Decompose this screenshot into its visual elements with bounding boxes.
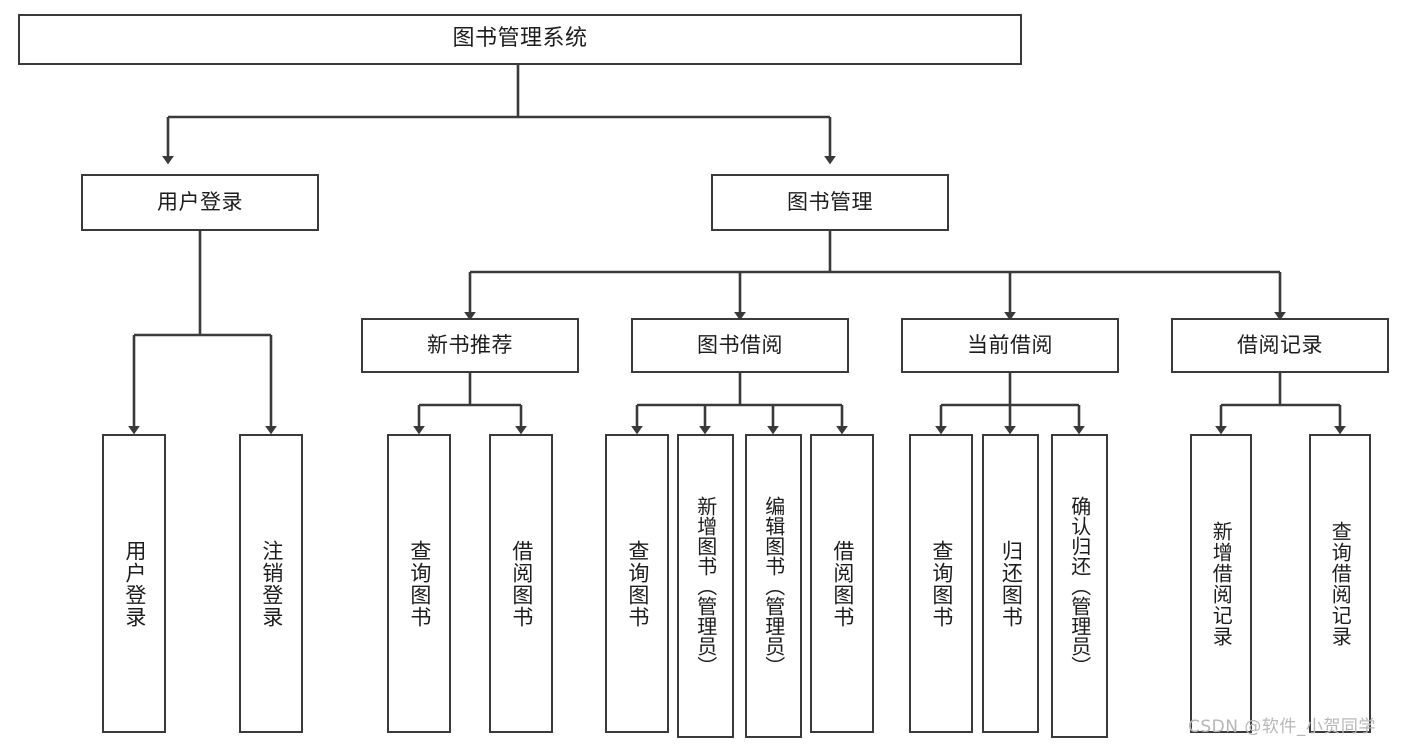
node-label: 新增借阅记录	[1209, 520, 1234, 647]
node-leaf-add-book-admin[interactable]: 新增图书（管理员）	[677, 434, 734, 738]
node-label: 查询图书	[407, 539, 432, 628]
node-label: 新增图书（管理员）	[693, 496, 718, 676]
node-label: 确认归还（管理员）	[1067, 496, 1092, 676]
node-leaf-borrow-book-borrow[interactable]: 借阅图书	[810, 434, 874, 733]
node-label: 图书借阅	[697, 332, 783, 357]
node-label: 借阅图书	[830, 539, 855, 628]
node-leaf-borrow-book-recommend[interactable]: 借阅图书	[489, 434, 553, 733]
node-label: 当前借阅	[967, 332, 1053, 357]
node-label: 查询借阅记录	[1328, 520, 1353, 647]
node-label: 查询图书	[625, 539, 650, 628]
node-leaf-return-book[interactable]: 归还图书	[982, 434, 1039, 733]
node-leaf-confirm-return-admin[interactable]: 确认归还（管理员）	[1051, 434, 1108, 738]
node-leaf-logout-login[interactable]: 注销登录	[239, 434, 303, 733]
node-new-book-recommend[interactable]: 新书推荐	[361, 318, 579, 373]
node-leaf-query-borrow-record[interactable]: 查询借阅记录	[1309, 434, 1371, 733]
node-label: 图书管理	[787, 189, 873, 214]
node-label: 用户登录	[122, 539, 147, 628]
node-root-book-management-system[interactable]: 图书管理系统	[18, 14, 1022, 65]
node-user-login[interactable]: 用户登录	[81, 174, 319, 231]
node-leaf-query-book-recommend[interactable]: 查询图书	[387, 434, 451, 733]
node-label: 注销登录	[259, 539, 284, 628]
node-label: 借阅记录	[1237, 332, 1323, 357]
node-label: 归还图书	[999, 539, 1024, 628]
node-leaf-user-login[interactable]: 用户登录	[102, 434, 166, 733]
node-leaf-query-book-borrow[interactable]: 查询图书	[605, 434, 669, 733]
node-label: 借阅图书	[509, 539, 534, 628]
node-current-borrow[interactable]: 当前借阅	[901, 318, 1119, 373]
node-label: 新书推荐	[427, 332, 513, 357]
node-label: 图书管理系统	[452, 26, 588, 52]
csdn-watermark: CSDN @软件_小贺同学	[1188, 717, 1376, 737]
node-label: 查询图书	[929, 539, 954, 628]
node-book-borrow[interactable]: 图书借阅	[631, 318, 849, 373]
node-leaf-edit-book-admin[interactable]: 编辑图书（管理员）	[745, 434, 802, 738]
node-leaf-query-book-current[interactable]: 查询图书	[909, 434, 973, 733]
node-label: 编辑图书（管理员）	[761, 496, 786, 676]
node-leaf-add-borrow-record[interactable]: 新增借阅记录	[1190, 434, 1252, 733]
node-borrow-record[interactable]: 借阅记录	[1171, 318, 1389, 373]
node-book-management[interactable]: 图书管理	[711, 174, 949, 231]
node-label: 用户登录	[157, 189, 243, 214]
